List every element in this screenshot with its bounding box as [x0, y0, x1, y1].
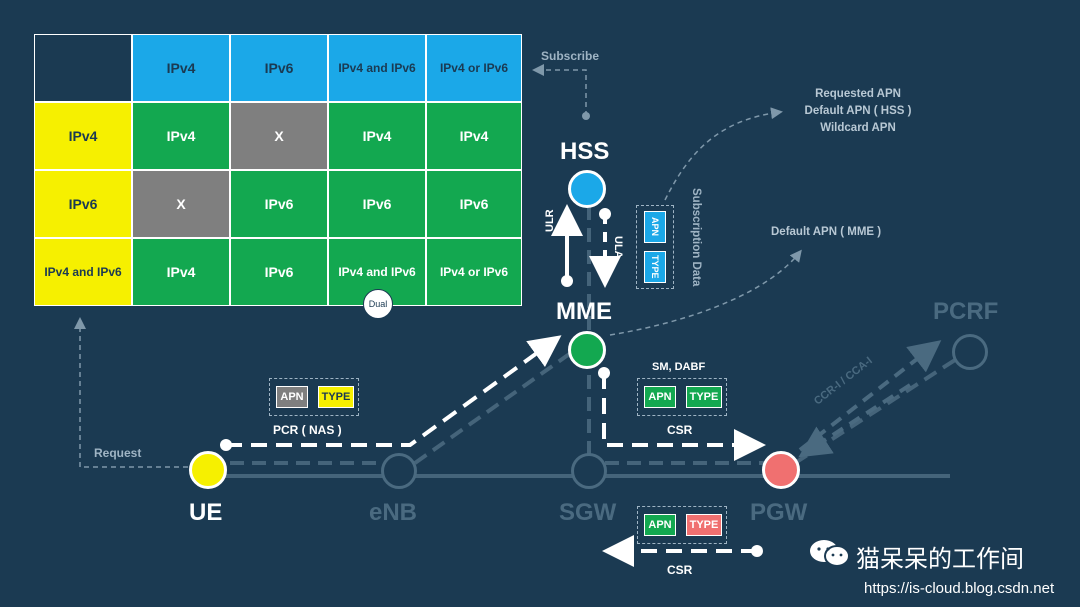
pcr-tag-box: [269, 378, 359, 416]
pcr-arrow: [226, 335, 562, 447]
pcrf-label: PCRF: [933, 298, 999, 325]
subscription-curve: [664, 107, 783, 201]
table-cell: X: [230, 102, 328, 170]
csr-label-top: CSR: [667, 423, 693, 437]
pcr-label: PCR ( NAS ): [273, 423, 342, 437]
sgw-node: [571, 453, 607, 489]
subscription-apn-tag: APN: [644, 211, 666, 243]
subscription-type-tag: TYPE: [644, 251, 666, 283]
pgw-node: [762, 451, 800, 489]
watermark-url: https://is-cloud.blog.csdn.net: [864, 580, 1055, 597]
apn-list-item: Requested APN: [815, 88, 901, 100]
csr-bottom-tag-box: [637, 506, 727, 544]
table-cell: X: [132, 170, 230, 238]
subscription-tag-box: [636, 205, 674, 289]
dual-badge: Dual: [363, 289, 393, 319]
pcr-apn-tag: APN: [276, 386, 308, 408]
table-cell: IPv4: [132, 238, 230, 306]
enb-node: [381, 453, 417, 489]
table-cell: IPv4 or IPv6: [426, 238, 522, 306]
csr-top-apn-tag: APN: [644, 386, 676, 408]
table-cell: IPv4: [426, 102, 522, 170]
subscribe-label: Subscribe: [541, 49, 600, 63]
table-cell: IPv4: [328, 102, 426, 170]
apn-list-item: Wildcard APN: [820, 122, 896, 134]
pcrf-node: [952, 334, 988, 370]
row-header-ipv4-and-ipv6: IPv4 and IPv6: [34, 238, 132, 306]
pgw-pcrf-dash: [793, 358, 957, 465]
default-apn-mme-label: Default APN ( MME ): [771, 226, 882, 238]
csr-bottom-type-tag: TYPE: [686, 514, 722, 536]
pcr-type-tag: TYPE: [318, 386, 354, 408]
csr-top-tag-box: [637, 378, 727, 416]
enb-label: eNB: [369, 499, 418, 526]
sgw-label: SGW: [559, 499, 617, 526]
csr-top-type-tag: TYPE: [686, 386, 722, 408]
ula-label: ULA: [612, 236, 624, 259]
row-header-ipv6: IPv6: [34, 170, 132, 238]
col-header-ipv4-or-ipv6: IPv4 or IPv6: [426, 34, 522, 102]
watermark-brand: 猫呆呆的工作间: [856, 546, 1024, 573]
default-apn-curve: [609, 249, 802, 336]
table-cell: IPv6: [426, 170, 522, 238]
ccr-arrow-down: [798, 383, 912, 458]
ue-node: [189, 451, 227, 489]
col-header-ipv4-and-ipv6: IPv4 and IPv6: [328, 34, 426, 102]
table-cell: IPv6: [230, 170, 328, 238]
table-cell: IPv4: [132, 102, 230, 170]
request-label: Request: [94, 446, 142, 460]
sm-dabf-label: SM, DABF: [652, 361, 706, 373]
table-cell: IPv6: [230, 238, 328, 306]
table-corner: [34, 34, 132, 102]
mme-label: MME: [556, 298, 612, 325]
enb-mme-dash: [413, 348, 577, 465]
apn-list-item: Default APN ( HSS ): [804, 105, 912, 117]
ue-label: UE: [189, 499, 223, 526]
col-header-ipv4: IPv4: [132, 34, 230, 102]
table-cell: IPv6: [328, 170, 426, 238]
mme-node: [568, 331, 606, 369]
row-header-ipv4: IPv4: [34, 102, 132, 170]
subscription-data-label: Subscription Data: [690, 188, 702, 287]
hss-label: HSS: [560, 138, 610, 165]
csr-bottom-apn-tag: APN: [644, 514, 676, 536]
hss-node: [568, 170, 606, 208]
col-header-ipv6: IPv6: [230, 34, 328, 102]
subscribe-path: [532, 64, 587, 116]
ulr-label: ULR: [544, 209, 556, 232]
csr-label-bottom: CSR: [667, 563, 693, 577]
apn-list: Requested APN Default APN ( HSS ) Wildca…: [768, 86, 948, 137]
wechat-icon: [808, 538, 852, 568]
pgw-label: PGW: [750, 499, 808, 526]
request-path: [74, 317, 188, 468]
